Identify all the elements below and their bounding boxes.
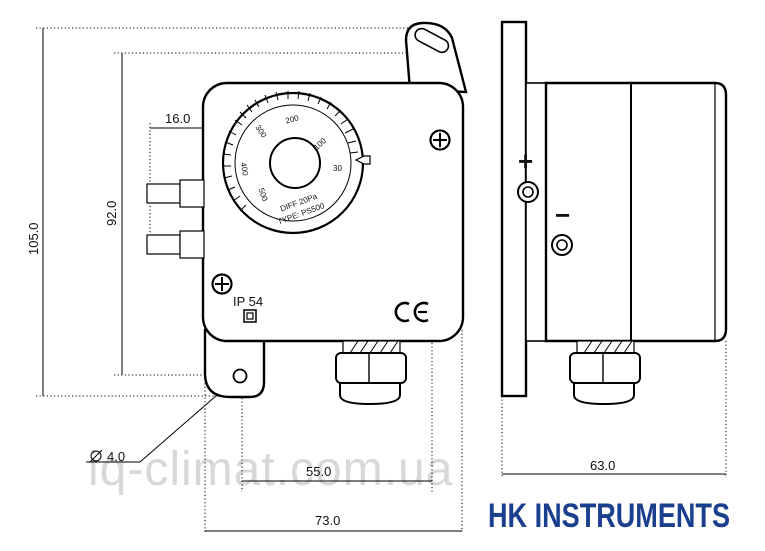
dial-label-200: 200 — [284, 113, 300, 125]
ip-rating-label: IP 54 — [233, 294, 263, 309]
port-minus — [551, 234, 573, 256]
screw-icon — [429, 129, 451, 151]
dim-hole-label: 4.0 — [107, 449, 125, 464]
mounting-plate — [500, 20, 528, 398]
dim-55-label: 55.0 — [306, 464, 331, 479]
ce-mark-icon — [394, 301, 429, 323]
dial-label-30: 30 — [333, 164, 342, 173]
dim-105-label: 105.0 — [26, 222, 41, 255]
watermark: iq-climat.com.ua — [88, 443, 453, 496]
dim-63-label: 63.0 — [590, 458, 615, 473]
slot-hole — [414, 27, 450, 54]
side-view: + − 63.0 — [500, 20, 728, 478]
side-body — [544, 81, 728, 343]
screw-icon — [211, 273, 233, 295]
pressure-port-upper — [146, 179, 205, 208]
port-plus — [517, 181, 539, 203]
front-view: 300 200 100 30 400 500 DIFF 20Pa TYPE: P… — [146, 21, 468, 406]
minus-sign-label: − — [555, 200, 570, 230]
dim-73: 73.0 — [205, 513, 462, 532]
bottom-mounting-tab — [203, 328, 266, 399]
dial-label-500: 500 — [257, 187, 270, 203]
dial-label-400: 400 — [239, 162, 250, 177]
pressure-port-lower — [146, 230, 205, 259]
dim-92-label: 92.0 — [104, 201, 119, 226]
dim-16-label: 16.0 — [165, 111, 190, 126]
plus-sign-label: + — [518, 146, 533, 176]
dial-pointer-icon — [354, 155, 371, 165]
dim-105: 105.0 — [26, 27, 430, 397]
dim-92: 92.0 — [104, 52, 430, 376]
dim-73-label: 73.0 — [315, 513, 340, 528]
mounting-hole — [232, 368, 248, 384]
cable-gland — [335, 340, 407, 406]
dim-63: 63.0 — [501, 341, 727, 478]
setpoint-dial: 300 200 100 30 400 500 DIFF 20Pa TYPE: P… — [221, 90, 371, 235]
brand-logo: HK INSTRUMENTS — [488, 497, 730, 535]
side-cable-gland — [569, 340, 641, 406]
dim-55: 55.0 — [242, 464, 432, 482]
